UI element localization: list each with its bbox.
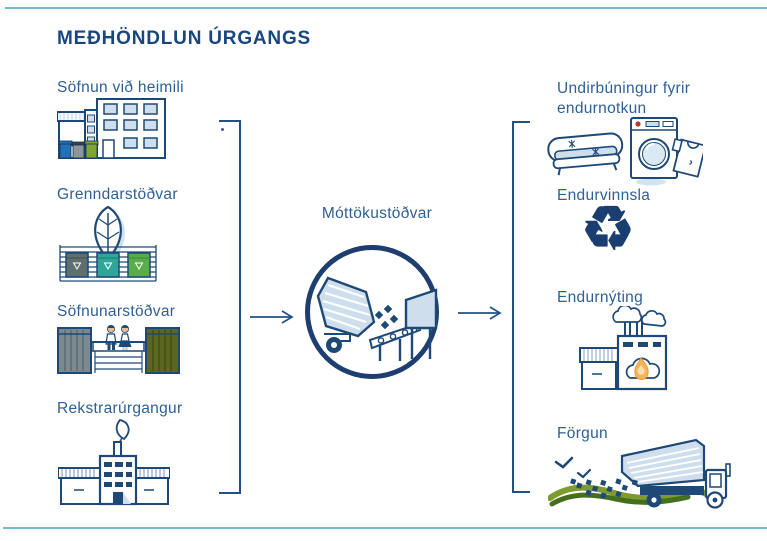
source-label-collection-stations: Söfnunarstöðvar (57, 303, 176, 320)
right-group-bracket (512, 121, 530, 493)
destination-label-recycling: Endurvinnsla (557, 187, 651, 204)
energy-recovery-icon (579, 306, 668, 391)
stray-dot (221, 128, 224, 131)
reception-station-circle (305, 245, 439, 379)
home-collection-icon (57, 98, 166, 159)
operational-waste-icon (58, 419, 170, 506)
left-group-bracket (219, 120, 241, 494)
source-label-home-collection: Söfnun við heimili (57, 79, 184, 96)
bottom-divider-line (3, 527, 767, 529)
destination-label-recovery: Endurnýting (557, 289, 644, 306)
source-label-operational-waste: Rekstrarúrgangur (57, 400, 183, 417)
source-label-neighborhood-stations: Grenndarstöðvar (57, 186, 178, 203)
disposal-icon (548, 438, 731, 509)
top-divider-line (5, 7, 767, 9)
collection-station-icon (57, 325, 180, 374)
reception-station-icon (316, 276, 438, 361)
page-title: MEÐHÖNDLUN ÚRGANGS (57, 28, 312, 49)
recycling-icon: ♻ (581, 195, 635, 262)
neighborhood-station-icon (59, 205, 157, 282)
destination-label-reuse-preparation: Undirbúningur fyrir endurnotkun (557, 80, 691, 117)
right-flow-arrow-icon (458, 306, 502, 320)
hub-label: Móttökustöðvar (321, 205, 433, 222)
reuse-preparation-icon (547, 117, 703, 186)
destination-label-disposal: Förgun (557, 425, 608, 442)
left-flow-arrow-icon (250, 310, 294, 324)
